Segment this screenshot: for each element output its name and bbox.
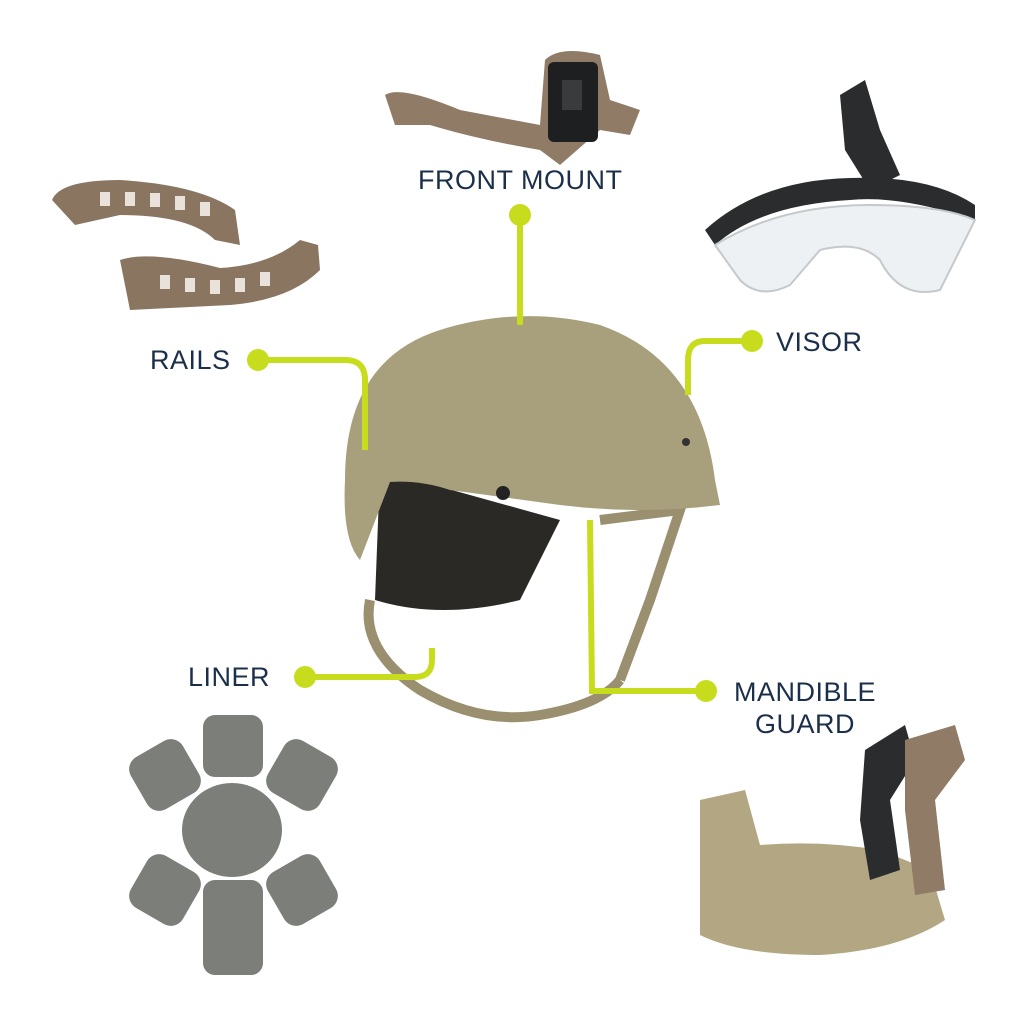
mandible-guard-image — [700, 725, 965, 955]
label-mandible-guard-line2: GUARD — [754, 709, 855, 739]
helmet-image — [344, 316, 720, 723]
connector-front-mount — [509, 204, 531, 325]
connector-rails — [247, 349, 368, 450]
connector-visor — [685, 330, 763, 395]
rails-image — [52, 180, 320, 310]
label-liner: LINER — [188, 662, 271, 692]
connector-liner — [294, 648, 435, 688]
label-mandible-guard-line1: MANDIBLE — [733, 677, 877, 707]
label-rails: RAILS — [150, 345, 231, 375]
label-visor: VISOR — [776, 327, 863, 357]
connector-mandible-guard — [587, 519, 717, 702]
liner-image — [129, 715, 338, 975]
front-mount-image — [385, 51, 640, 165]
label-front-mount: FRONT MOUNT — [418, 165, 623, 195]
label-mandible-guard: MANDIBLE GUARD — [730, 676, 880, 740]
visor-image — [705, 80, 977, 293]
